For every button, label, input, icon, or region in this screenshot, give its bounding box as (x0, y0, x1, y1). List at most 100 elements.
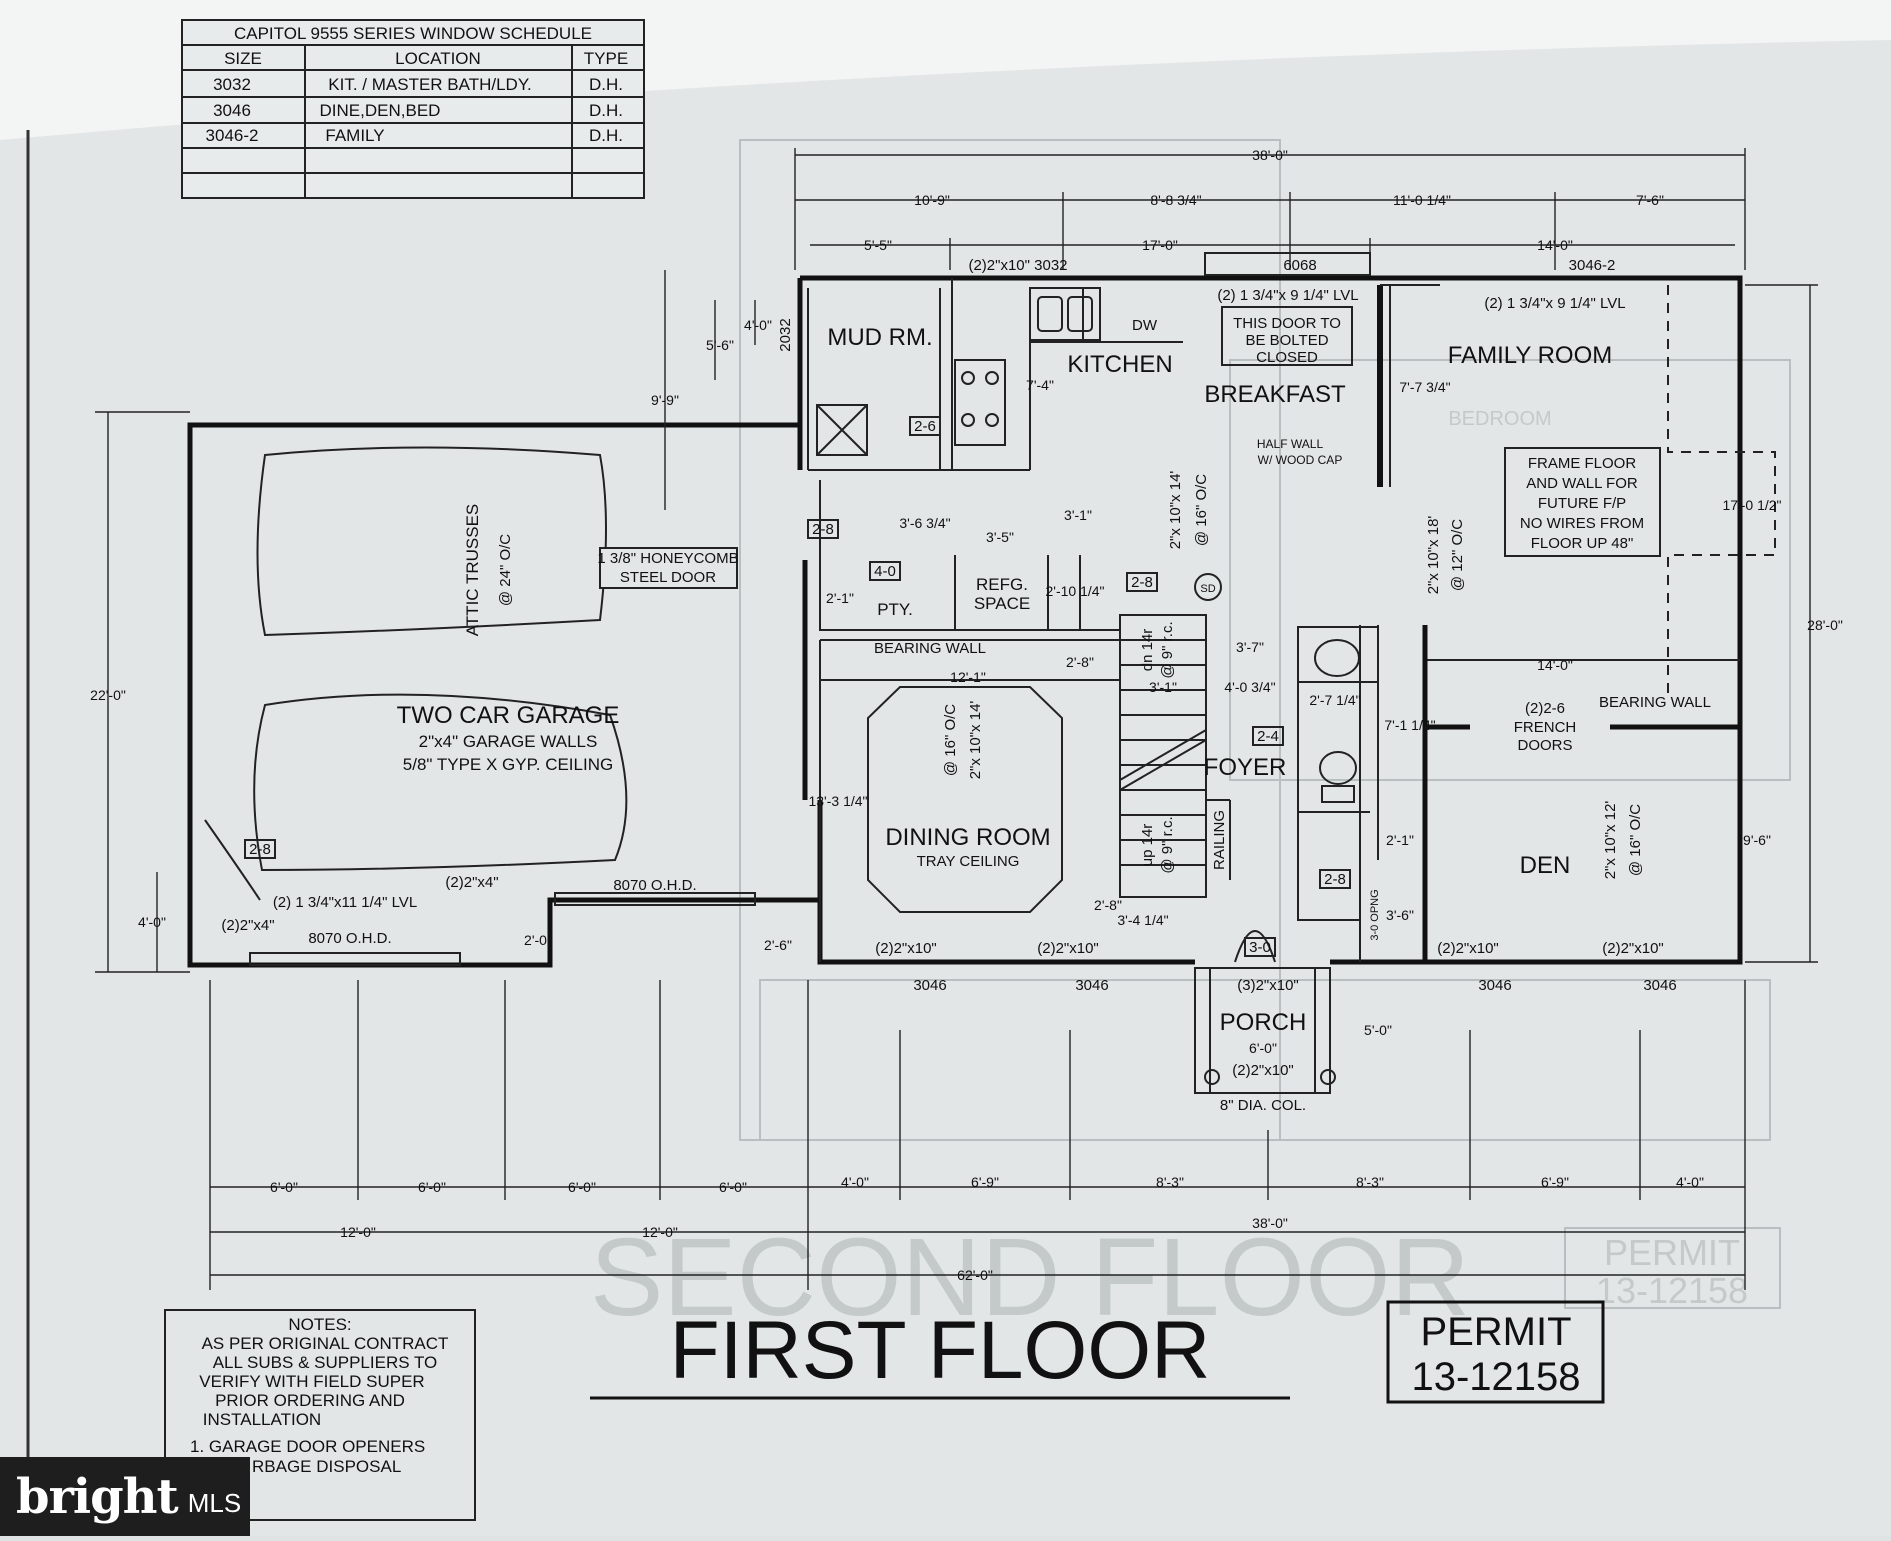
notes-item: RBAGE DISPOSAL (252, 1457, 401, 1476)
joist-label: 2"x 10"x 14' (1167, 471, 1184, 550)
dim-i18: 3'-6" (1386, 907, 1414, 923)
dim-i1: 7'-4" (1026, 377, 1054, 393)
schedule-header-location: LOCATION (395, 49, 481, 68)
title-block: FIRST FLOOR PERMIT 13-12158 (590, 1300, 1605, 1404)
fp-note: AND WALL FOR (1526, 475, 1638, 492)
ghost-permit: PERMIT (1604, 1232, 1740, 1273)
schedule-cell: D.H. (589, 75, 623, 94)
kitchen-fixtures (816, 287, 1360, 1094)
room-kitchen: KITCHEN (1067, 351, 1172, 378)
dim-c1: 12'-0" (340, 1224, 376, 1240)
dim-i23: 6'-0" (1249, 1040, 1277, 1056)
garage-door-left (249, 952, 461, 966)
header-label: (2) 1 3/4"x11 1/4" LVL (273, 894, 417, 911)
notes-box: NOTES: AS PER ORIGINAL CONTRACT ALL SUBS… (164, 1309, 476, 1521)
header-label: 3046-2 (1569, 257, 1616, 274)
dim-b9: 6'-9" (1541, 1174, 1569, 1190)
dim-i22: 2'-6" (764, 937, 792, 953)
door-tag: 2-8 (1131, 574, 1153, 591)
dim-c2: 12'-0" (642, 1224, 678, 1240)
door-tag: 2-4 (1257, 728, 1279, 745)
dim-i2: 3'-6 3/4" (899, 515, 950, 531)
header-label: (2) 1 3/4"x 9 1/4" LVL (1217, 287, 1358, 304)
door-tag: 4-0 (874, 563, 896, 580)
dim-b3: 6'-0" (568, 1179, 596, 1195)
joist-label: @ 16" O/C (1193, 474, 1210, 546)
dim-i5: 2'-10 1/4" (1045, 583, 1104, 599)
schedule-cell: D.H. (589, 126, 623, 145)
garage-ceiling-note: 5/8" TYPE X GYP. CEILING (403, 755, 613, 774)
header-label: (2)2"x4" (445, 874, 498, 891)
french-doors-note: (2)2-6 (1525, 700, 1565, 717)
dim-i17: 2'-1" (1386, 832, 1414, 848)
dim-i7: 12'-1" (950, 669, 986, 685)
attic-note: @ 24" O/C (497, 534, 514, 606)
garage-door-right (554, 892, 756, 906)
opening-note: 3-0 OPNG (1369, 889, 1381, 940)
toilet-icon (1319, 751, 1357, 785)
notes-title: NOTES: (288, 1315, 351, 1334)
room-labels: MUD RM. KITCHEN BREAKFAST FAMILY ROOM TW… (397, 324, 1613, 1036)
fp-note: FLOOR UP 48" (1531, 535, 1634, 552)
dim-b5: 4'-0" (841, 1174, 869, 1190)
tub-icon (1314, 639, 1360, 677)
header-label: (2)2"x10" (1602, 940, 1664, 957)
dim-i4: 3'-5" (986, 529, 1014, 545)
side-dimensions: 4'-0" 5'-6" 9'-9" 22'-0" 4'-0" 28'-0" 17… (90, 270, 1843, 973)
dim-b6: 6'-9" (971, 1174, 999, 1190)
garage-walls-note: 2"x4" GARAGE WALLS (419, 732, 598, 751)
header-label: (2)2"x10" (1232, 1062, 1294, 1079)
schedule-cell: FAMILY (325, 126, 384, 145)
attic-note: ATTIC TRUSSES (463, 504, 482, 637)
dim-i16: 13'-3 1/4" (808, 793, 867, 809)
dim-b2: 6'-0" (418, 1179, 446, 1195)
dim-i6: 2'-1" (826, 590, 854, 606)
dim-l1: 4'-0" (744, 317, 772, 333)
schedule-cell: D.H. (589, 101, 623, 120)
room-mud: MUD RM. (827, 324, 932, 351)
dim-b10: 4'-0" (1676, 1174, 1704, 1190)
door-tag: 2-8 (249, 841, 271, 858)
room-pantry: PTY. (877, 600, 913, 619)
column-note: 8" DIA. COL. (1220, 1097, 1306, 1114)
schedule-cell: 3046-2 (206, 126, 259, 145)
header-label: (2)2"x10" (875, 940, 937, 957)
window-label: 3046 (1478, 977, 1511, 994)
dim-t3: 11'-0 1/4" (1393, 192, 1451, 208)
dim-i19: 2'-8" (1094, 897, 1122, 913)
schedule-header-type: TYPE (584, 49, 628, 68)
stair-box-icon (816, 404, 868, 456)
header-label: (2)2"x10" (1037, 940, 1099, 957)
notes-line: PRIOR ORDERING AND (215, 1391, 405, 1410)
dim-i21: 2'-0" (524, 932, 552, 948)
header-labels: (2)2"x10" 3032 6068 3046-2 (2) 1 3/4"x 9… (221, 252, 1677, 1079)
dim-i24: 5'-0" (1364, 1022, 1392, 1038)
joist-label: 2"x 10"x 14' (967, 701, 984, 780)
schedule-cell: KIT. / MASTER BATH/LDY. (328, 75, 531, 94)
dim-t5: 5'-5" (864, 237, 892, 253)
dim-l5: 4'-0" (138, 914, 166, 930)
notes-line: INSTALLATION (203, 1410, 321, 1429)
dim-t2: 8'-8 3/4" (1150, 192, 1201, 208)
schedule-header-size: SIZE (224, 49, 262, 68)
window-label: 3046 (913, 977, 946, 994)
honeycomb-door-label-box (599, 547, 738, 589)
halfwall-note: HALF WALL (1257, 437, 1324, 451)
dim-l4: 22'-0" (90, 687, 126, 703)
door-tag: 2-8 (812, 521, 834, 538)
brand-word: bright (16, 1468, 179, 1525)
schedule-cell: 3032 (213, 75, 251, 94)
header-label: 8070 O.H.D. (613, 877, 696, 894)
honeycomb-note: STEEL DOOR (620, 569, 716, 586)
stair-up: up 14r (1139, 824, 1156, 867)
dim-c3: 38'-0" (1252, 1215, 1288, 1231)
dim-i11: 4'-0 3/4" (1224, 679, 1275, 695)
garage-elements (204, 446, 756, 966)
dim-b7: 8'-3" (1156, 1174, 1184, 1190)
door-tag: 2-8 (1324, 871, 1346, 888)
dim-b4: 6'-0" (719, 1179, 747, 1195)
sd-label: SD (1200, 583, 1215, 595)
brand-mls: MLS (187, 1488, 242, 1518)
joist-label: 2"x 10"x 18' (1425, 516, 1442, 595)
